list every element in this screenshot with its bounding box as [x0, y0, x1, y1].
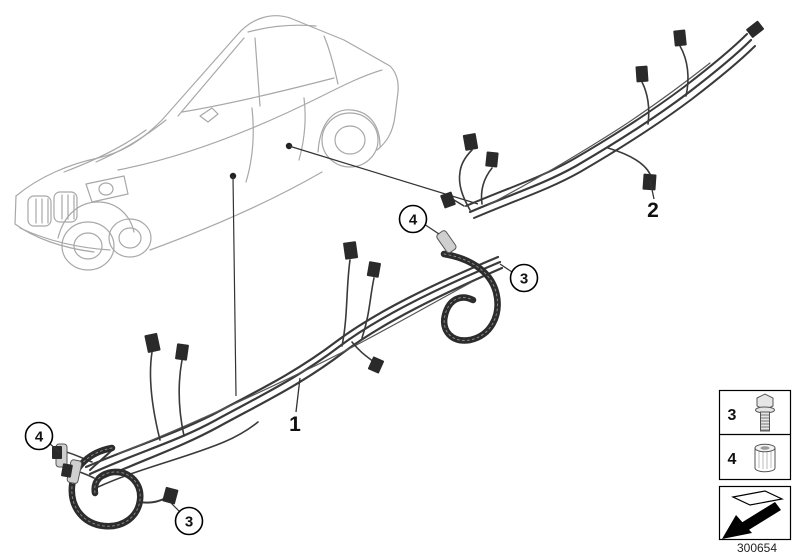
grommet-sleeve	[436, 230, 457, 254]
grommet-sleeves	[55, 230, 457, 484]
connector-block	[635, 65, 649, 83]
callout-4-upper[interactable]: 4	[398, 204, 440, 235]
callout-2[interactable]: 2	[647, 179, 659, 222]
callout-3-upper-circle[interactable]	[509, 263, 539, 293]
door-harness-1-drawing	[65, 255, 504, 504]
connector-block	[642, 173, 657, 191]
connector-block	[366, 261, 381, 278]
legend-row-screw[interactable]: 3	[728, 393, 775, 432]
connector-block	[61, 463, 73, 478]
callout-4-lower-leader	[49, 443, 61, 453]
foldout-arrow-icon	[722, 490, 784, 539]
diagram-part-number: 300654	[737, 541, 777, 555]
connector-block	[52, 446, 62, 459]
harness-2-connectors	[440, 20, 764, 209]
callout-3-lower[interactable]: 3	[169, 501, 204, 536]
callout-3-upper-leader	[499, 263, 513, 273]
callout-4-upper-leader	[423, 223, 440, 235]
door-harness-2-drawing	[453, 33, 756, 219]
kidney-grille	[27, 191, 78, 227]
callout-4-lower-label: 4	[35, 429, 44, 446]
connector-block	[440, 191, 456, 209]
callout-3-lower-label: 3	[185, 514, 193, 531]
connector-block	[485, 151, 499, 168]
legend-row-sleeve[interactable]: 4	[728, 443, 776, 473]
connector-block	[746, 20, 764, 38]
connector-block	[462, 133, 479, 151]
connector-block	[673, 29, 687, 47]
legend-box: 3 4	[718, 389, 792, 481]
callout-3-lower-leader	[169, 501, 181, 513]
connector-block	[367, 356, 385, 374]
callout-3-lower-circle[interactable]	[174, 506, 204, 536]
callout-2-leader	[649, 179, 655, 200]
callout-1-leader	[295, 377, 301, 413]
callout-3-upper[interactable]: 3	[499, 263, 539, 293]
threaded-sleeve-icon	[754, 443, 776, 473]
connector-block	[175, 343, 189, 361]
callout-4-lower[interactable]: 4	[24, 421, 61, 453]
legend-nav-box[interactable]	[718, 485, 792, 541]
connector-block	[162, 486, 179, 505]
door-leader-lines	[229, 142, 479, 397]
hex-flange-bolt-icon	[755, 393, 775, 432]
callout-1-label[interactable]: 1	[289, 413, 301, 436]
legend-screw-label: 3	[728, 407, 737, 424]
legend-sleeve-label: 4	[728, 451, 737, 468]
callout-1[interactable]: 1	[289, 377, 301, 436]
callout-4-upper-label: 4	[409, 212, 418, 229]
callout-4-upper-circle[interactable]	[398, 204, 428, 234]
car-outline-sketch	[14, 15, 399, 271]
headlight	[85, 175, 129, 203]
harness-1-connectors	[52, 241, 385, 505]
wheels	[57, 109, 381, 271]
callout-3-upper-label: 3	[520, 271, 528, 288]
connector-block	[343, 241, 359, 260]
callout-2-label[interactable]: 2	[647, 199, 659, 222]
callout-4-lower-circle[interactable]	[24, 421, 54, 451]
connector-block	[144, 332, 161, 353]
